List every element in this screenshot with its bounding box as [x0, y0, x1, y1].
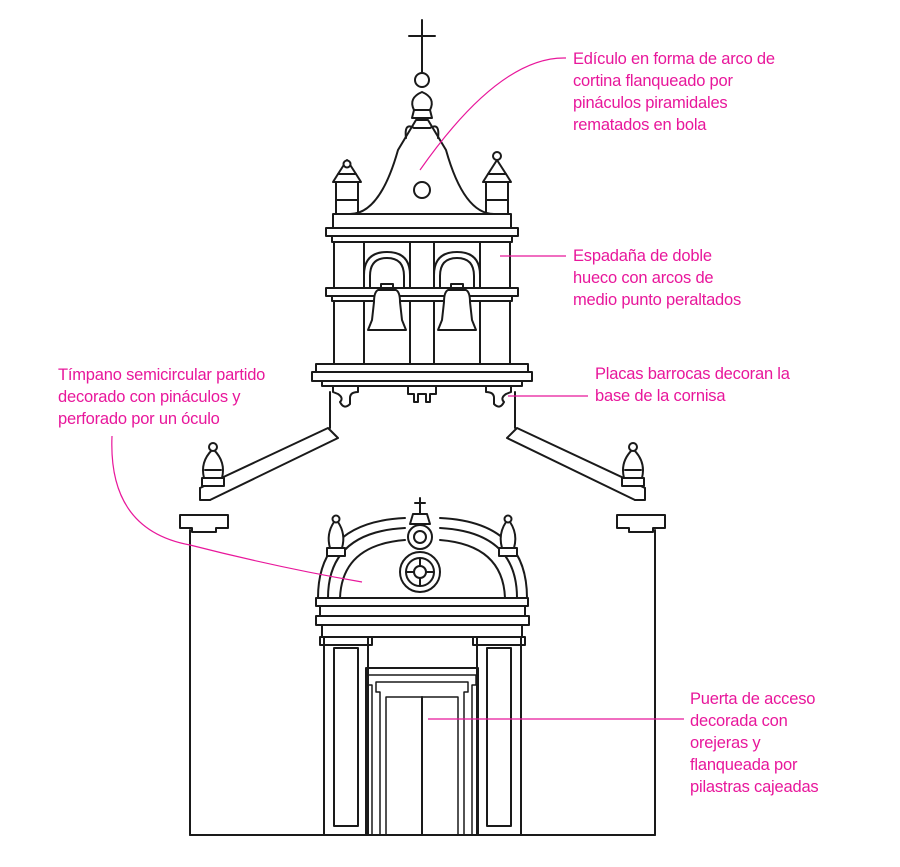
right-corner-pinnacle: [621, 442, 645, 487]
annotation-puerta: Puerta de acceso decorada con orejeras y…: [690, 690, 819, 796]
left-corner-pinnacle: [201, 442, 225, 487]
edicule: [332, 19, 512, 229]
annotation-placas: Placas barrocas decoran la base de la co…: [595, 365, 790, 405]
annotation-espadana: Espadaña de doble hueco con arcos de med…: [573, 247, 742, 309]
tympanum: [315, 497, 529, 607]
leader-ediculo: [419, 57, 567, 171]
doorway: [189, 605, 656, 836]
annotation-timpano: Tímpano semicircular partido decorado co…: [58, 366, 266, 428]
leader-timpano: [111, 435, 363, 583]
belfry: [311, 227, 533, 408]
annotation-ediculo: Edículo en forma de arco de cortina flan…: [573, 50, 775, 134]
annotation-leaders: [111, 57, 684, 720]
